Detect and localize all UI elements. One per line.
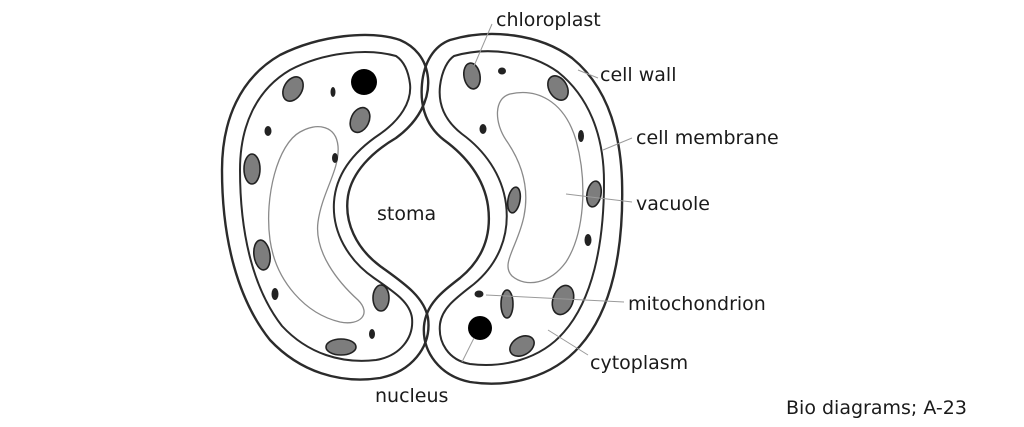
right-mitochondria — [474, 67, 592, 298]
leader-lines — [461, 23, 633, 363]
right-nucleus — [468, 316, 492, 340]
chloroplast — [500, 289, 514, 319]
left-vacuole — [267, 126, 365, 324]
right-guard-cell — [420, 32, 624, 385]
mitochondrion — [271, 288, 279, 300]
left-cell-membrane — [238, 51, 414, 362]
mitochondrion — [369, 329, 375, 339]
mitochondrion — [474, 290, 484, 298]
mitochondrion — [332, 153, 338, 163]
chloroplast — [585, 180, 603, 208]
label-cell-wall: cell wall — [600, 64, 676, 86]
left-guard-cell — [220, 33, 430, 381]
label-stoma: stoma — [377, 203, 436, 225]
chloroplast — [551, 284, 575, 316]
label-cell-membrane: cell membrane — [636, 127, 779, 149]
leader-mitochondrion — [485, 294, 625, 303]
label-mitochondrion: mitochondrion — [628, 293, 766, 315]
chloroplast — [243, 153, 261, 185]
chloroplast — [547, 75, 569, 101]
chloroplast — [506, 186, 522, 214]
label-cytoplasm: cytoplasm — [590, 352, 688, 374]
leader-vacuole — [565, 193, 633, 203]
leader-chloroplast — [473, 23, 493, 67]
mitochondrion — [584, 234, 592, 246]
right-cell-membrane — [438, 50, 606, 366]
leader-cell-wall — [577, 69, 599, 79]
left-nucleus — [351, 69, 377, 95]
mitochondrion — [330, 87, 336, 97]
leader-cell-membrane — [602, 137, 633, 151]
left-cell-wall — [220, 33, 430, 381]
chloroplast — [509, 335, 535, 357]
mitochondrion — [479, 124, 487, 134]
right-cell-wall — [420, 32, 624, 385]
label-nucleus: nucleus — [375, 385, 448, 407]
left-chloroplasts — [243, 76, 390, 356]
right-chloroplasts — [463, 62, 603, 357]
mitochondrion — [264, 126, 272, 136]
labels: chloroplast cell wall cell membrane vacu… — [375, 9, 779, 407]
left-mitochondria — [264, 87, 375, 339]
mitochondrion — [578, 130, 584, 142]
chloroplast — [463, 62, 481, 90]
label-vacuole: vacuole — [636, 193, 710, 215]
mitochondrion — [498, 67, 506, 75]
chloroplast — [282, 76, 304, 102]
caption: Bio diagrams; A-23 — [786, 397, 967, 419]
chloroplast — [325, 338, 357, 356]
leader-nucleus — [461, 337, 475, 363]
right-vacuole — [496, 91, 584, 284]
chloroplast — [253, 239, 271, 271]
leader-cytoplasm — [547, 329, 589, 356]
label-chloroplast: chloroplast — [496, 9, 601, 31]
chloroplast — [349, 106, 371, 134]
chloroplast — [372, 284, 390, 312]
